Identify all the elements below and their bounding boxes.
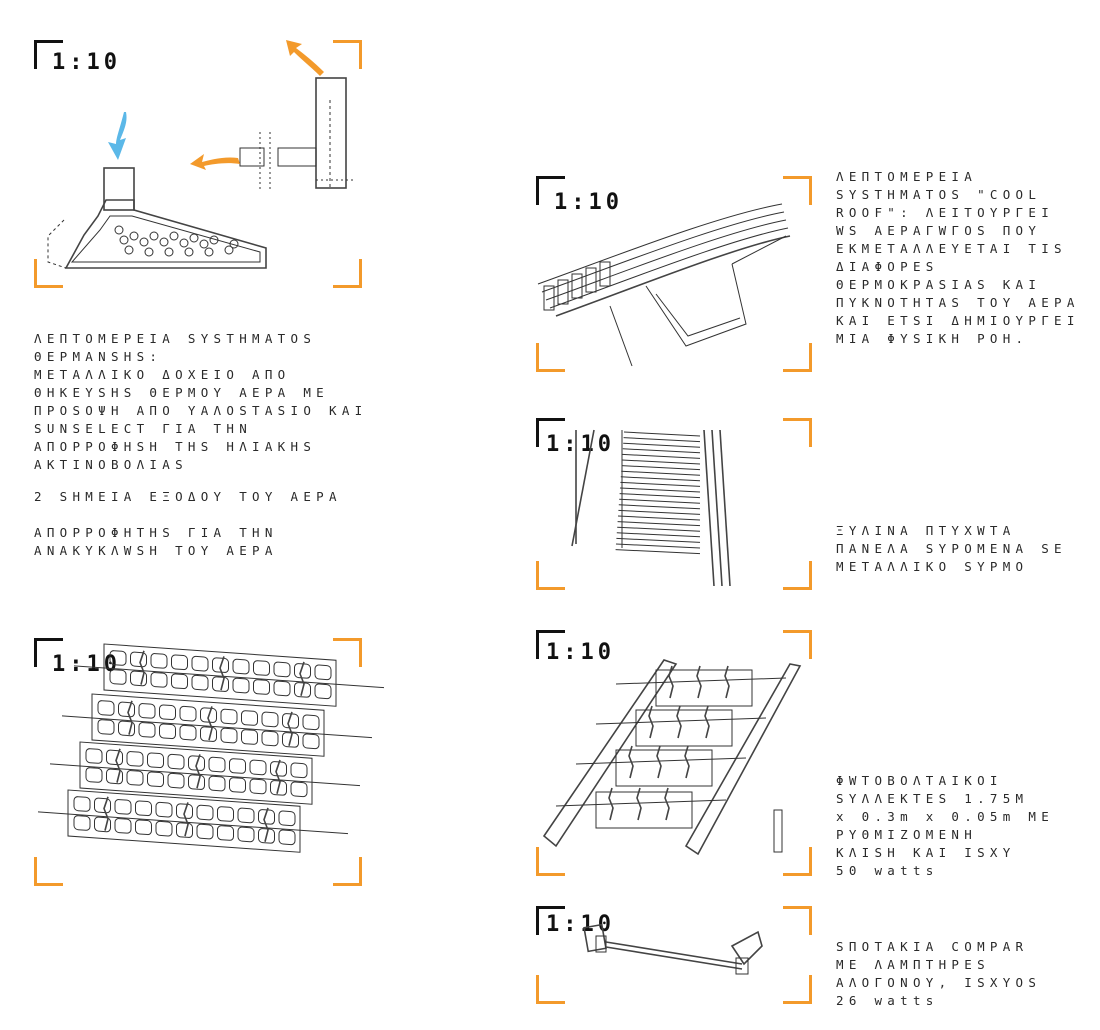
cool-roof-panel: 1:10 xyxy=(536,176,812,372)
heating-note-exits: 2 SHMEIA ΕΞΟΔΟΥ ΤΟΥ ΑΕΡΑ xyxy=(34,489,342,504)
spot-text-4: 26 watts xyxy=(836,993,939,1008)
frame-corner xyxy=(536,418,565,447)
frame-corner xyxy=(783,418,812,447)
pv-text-6: 50 watts xyxy=(836,863,939,878)
frame-corner xyxy=(536,906,565,935)
cool-roof-drawing xyxy=(537,203,791,367)
frame-corner xyxy=(536,561,565,590)
frame-corner xyxy=(783,343,812,372)
frame-corner xyxy=(34,638,63,667)
cool-roof-text: ΛΕΠΤΟΜΕΡΕΙΑ SYSTHMATOS "COOL ROOF": ΛΕΙΤ… xyxy=(836,169,1080,346)
spotlights-panel: 1:10 xyxy=(536,906,812,1004)
frame-corner xyxy=(536,847,565,876)
frame-corner xyxy=(536,343,565,372)
frame-corner xyxy=(536,176,565,205)
frame-corner xyxy=(333,857,362,886)
pv-panel: 1:10 xyxy=(536,630,812,876)
pv-drawing xyxy=(542,659,802,856)
spot-text-2: ΜΕ ΛΑΜΠΤΗΡΕS xyxy=(836,957,990,972)
pv-text-4: ΡΥΘΜΙΖΟΜΕΝΗ xyxy=(836,827,978,842)
frame-corner xyxy=(783,561,812,590)
frame-corner xyxy=(783,906,812,935)
frame-corner xyxy=(34,857,63,886)
spot-text-1: SΠΟΤΑΚΙΑ COMPAR xyxy=(836,939,1029,954)
frame-corner xyxy=(783,630,812,659)
spot-text-3: ΑΛΟΓΟΝΟΥ, ISXYOS xyxy=(836,975,1042,990)
wood-panels-panel: 1:10 xyxy=(536,418,812,590)
frame-corner xyxy=(783,975,812,1004)
wood-panels-text: ΞΥΛΙΝΑ ΠΤΥΧWTA ΠΑΝΕΛΑ SYΡΟΜΕΝΑ SE ΜΕΤΑΛΛ… xyxy=(836,523,1067,574)
modules-drawing xyxy=(38,643,384,853)
frame-corner xyxy=(333,259,362,288)
wood-panels-drawing xyxy=(571,429,731,587)
wall-modules-panel: 1:10 xyxy=(34,638,384,886)
heating-detail-panel: 1:10 xyxy=(34,40,362,288)
heating-note-recirculation: ΑΠΟΡΡΟΦΗΤΗS ΓΙΑ ΤΗΝ ΑΝΑΚΥΚΛWSH ΤΟΥ ΑΕΡΑ xyxy=(34,525,278,558)
heating-body: ΜΕΤΑΛΛΙΚΟ ΔΟΧΕΙΟ ΑΠΟ ΘΗΚΕΥSHS ΘΕΡΜΟΥ ΑΕΡ… xyxy=(34,367,368,472)
pv-text-1: ΦWTOBOΛTAIKOI xyxy=(836,773,1003,788)
scale-label: 1:10 xyxy=(554,190,623,215)
frame-corner xyxy=(536,975,565,1004)
frame-corner xyxy=(333,638,362,667)
frame-corner xyxy=(333,40,362,69)
scale-label: 1:10 xyxy=(52,50,121,75)
pv-text-5: ΚΛΙSΗ ΚΑΙ ISXY xyxy=(836,845,1016,860)
spotlights-drawing xyxy=(583,923,763,975)
frame-corner xyxy=(783,847,812,876)
scale-label: 1:10 xyxy=(52,652,121,677)
frame-corner xyxy=(536,630,565,659)
pv-text-2: SYΛΛΕΚΤΕS 1.75m xyxy=(836,791,1029,806)
frame-corner xyxy=(34,40,63,69)
frame-corner xyxy=(34,259,63,288)
heating-drawing xyxy=(47,40,354,269)
pv-text-3: x 0.3m x 0.05m ΜΕ xyxy=(836,809,1055,824)
frame-corner xyxy=(783,176,812,205)
scale-label: 1:10 xyxy=(546,640,615,665)
heating-title: ΛΕΠΤΟΜΕΡΕΙΑ SYSTHMATOS ΘΕΡΜΑΝSHS: xyxy=(34,331,317,364)
scale-label: 1:10 xyxy=(546,432,615,457)
